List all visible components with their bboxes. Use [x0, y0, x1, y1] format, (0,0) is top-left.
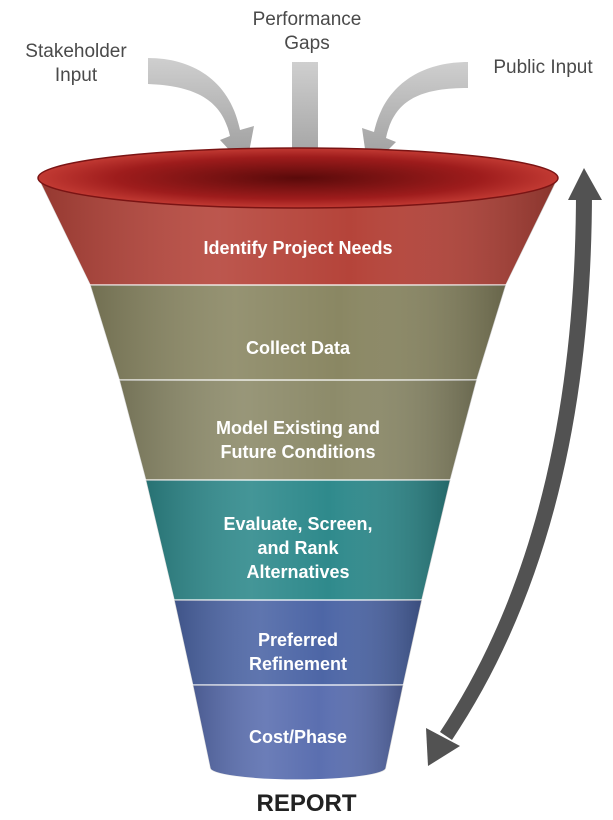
funnel-stage-4-label-line-3: Alternatives — [246, 562, 349, 582]
funnel-stage-shading-4 — [145, 480, 451, 618]
engagement-arrow-down-icon — [426, 728, 460, 766]
funnel-stage-4-label-line-2: and Rank — [257, 538, 339, 558]
public-arrow-icon — [362, 62, 468, 170]
funnel-stage-3-label-line-2: Future Conditions — [221, 442, 376, 462]
funnel-stage-3-label-line-1: Model Existing and — [216, 418, 380, 438]
performance-gaps-line1: Performance — [252, 9, 362, 30]
funnel-stage-2-label-line-1: Collect Data — [246, 338, 351, 358]
funnel-stage-shading-1 — [38, 178, 558, 312]
stakeholder-input-label: Stakeholder Input — [6, 40, 146, 88]
funnel-stage-5-label-line-2: Refinement — [249, 654, 347, 674]
engagement-label: Continued Engagement — [463, 388, 524, 577]
funnel-stage-1-label-line-1: Identify Project Needs — [203, 238, 392, 258]
report-label: REPORT — [256, 790, 357, 817]
funnel-rim — [37, 147, 559, 209]
performance-gaps-label: Performance Gaps — [232, 8, 382, 56]
stakeholder-input-line2: Input — [54, 65, 98, 86]
funnel-stage-shading-3 — [119, 380, 477, 501]
stakeholder-input-line1: Stakeholder — [25, 41, 127, 62]
engagement-arrow-up-icon — [568, 168, 602, 200]
public-input-label: Public Input — [475, 56, 611, 80]
funnel-stage-shading-6 — [192, 685, 404, 780]
performance-gaps-line2: Gaps — [284, 33, 330, 54]
funnel-stage-5-label-line-1: Preferred — [258, 630, 338, 650]
funnel-stage-4-label-line-1: Evaluate, Screen, — [223, 514, 372, 534]
funnel-stage-6-label-line-1: Cost/Phase — [249, 727, 347, 747]
funnel-stage-shading-5 — [174, 600, 422, 700]
funnel-stage-shading-2 — [90, 285, 506, 404]
stakeholder-arrow-icon — [148, 58, 254, 168]
public-input-line1: Public Input — [493, 57, 593, 78]
engagement-arrow-body — [440, 190, 592, 740]
